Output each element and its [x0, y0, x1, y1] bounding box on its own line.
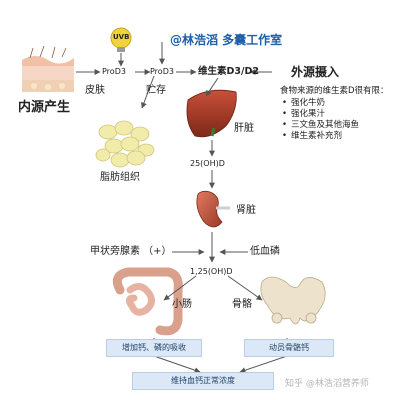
prod3-label-1: ProD3: [102, 67, 126, 76]
intestine-illustration: [112, 267, 183, 336]
food-sources-list: 强化牛奶 强化果汁 三文鱼及其他海鱼 维生素补充剂: [282, 98, 359, 142]
25ohd-label: 25(OH)D: [190, 159, 225, 168]
skin-illustration: [22, 45, 74, 92]
exogenous-label: 外源摄入: [291, 65, 340, 79]
prod3-label-2: ProD3: [150, 67, 174, 76]
outcome-mobilize-box: 动员骨骼钙: [244, 339, 334, 357]
adipose-cells: [95, 120, 155, 168]
adipose-label: 脂肪组织: [100, 172, 140, 183]
food-sources-title: 食物来源的维生素D很有限：: [280, 86, 389, 96]
skin-label: 皮肤: [85, 85, 105, 96]
endogenous-label: 内源产生: [18, 100, 71, 115]
uvb-label: UVB: [113, 33, 130, 41]
food-source-item: 强化果汁: [282, 109, 359, 120]
uvb-bulb-icon: [110, 27, 132, 52]
watermark: 知乎 @林浩滔营养师: [285, 379, 369, 389]
storage-label: 贮存: [146, 85, 166, 96]
food-source-item: 三文鱼及其他海鱼: [282, 120, 359, 131]
liver-label: 肝脏: [234, 123, 254, 134]
food-source-item: 维生素补充剂: [282, 131, 359, 142]
kidney-label: 肾脏: [236, 205, 256, 216]
vitamin-d-label: 维生素D3/D2: [198, 66, 259, 77]
flow-arrows: [76, 42, 290, 374]
125ohd-label: 1,25(OH)D: [190, 267, 233, 276]
intestine-label: 小肠: [172, 299, 192, 310]
liver-illustration: [186, 89, 237, 138]
food-source-item: 强化牛奶: [282, 98, 359, 109]
outcome-absorb-box: 增加钙、磷的吸收: [106, 339, 202, 357]
outcome-maintain-box: 维持血钙正常浓度: [132, 372, 274, 390]
brand-title: @林浩滔 多囊工作室: [170, 33, 283, 47]
kidney-illustration: [196, 190, 223, 228]
pelvis-bone-illustration: [260, 276, 326, 325]
pth-label: 甲状旁腺素 （+）: [90, 246, 172, 257]
bone-label: 骨骼: [232, 299, 252, 310]
low-phosphate-label: 低血磷: [250, 246, 280, 257]
